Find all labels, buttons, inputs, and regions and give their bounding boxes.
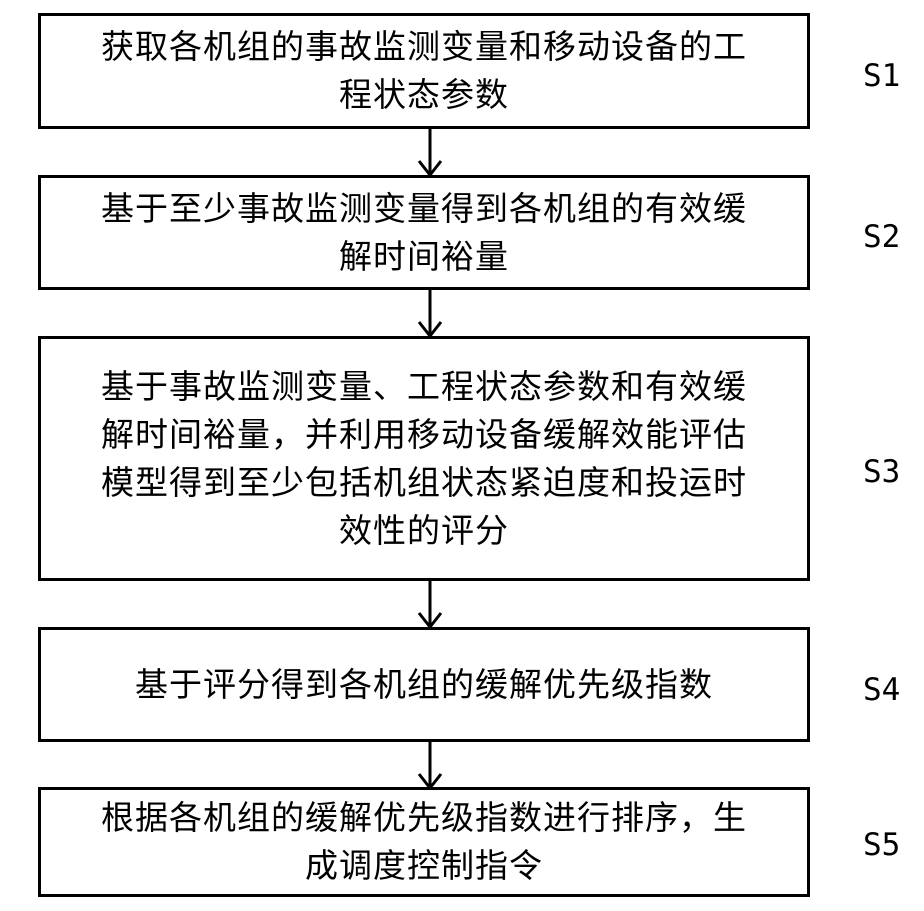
flow-arrow-s4-s5 (410, 742, 450, 791)
step-box-s2: 基于至少事故监测变量得到各机组的有效缓 解时间裕量 (38, 175, 810, 290)
step-label-s4: S4 (863, 672, 900, 708)
step-text-s4: 基于评分得到各机组的缓解优先级指数 (135, 661, 713, 709)
flow-arrow-s3-s4 (410, 581, 450, 630)
step-text-s5: 根据各机组的缓解优先级指数进行排序，生 成调度控制指令 (101, 794, 747, 890)
step-box-s4: 基于评分得到各机组的缓解优先级指数 (38, 627, 810, 742)
step-box-s1: 获取各机组的事故监测变量和移动设备的工 程状态参数 (38, 13, 810, 129)
step-label-s3: S3 (863, 454, 900, 490)
step-text-s3: 基于事故监测变量、工程状态参数和有效缓 解时间裕量，并利用移动设备缓解效能评估 … (101, 363, 747, 555)
step-label-s2: S2 (863, 219, 900, 255)
step-box-s5: 根据各机组的缓解优先级指数进行排序，生 成调度控制指令 (38, 787, 810, 897)
step-box-s3: 基于事故监测变量、工程状态参数和有效缓 解时间裕量，并利用移动设备缓解效能评估 … (38, 336, 810, 581)
step-text-s1: 获取各机组的事故监测变量和移动设备的工 程状态参数 (101, 23, 747, 119)
step-label-s1: S1 (863, 58, 900, 94)
flow-arrow-s1-s2 (410, 129, 450, 178)
flow-arrow-s2-s3 (410, 290, 450, 339)
step-text-s2: 基于至少事故监测变量得到各机组的有效缓 解时间裕量 (101, 185, 747, 281)
step-label-s5: S5 (863, 827, 900, 863)
